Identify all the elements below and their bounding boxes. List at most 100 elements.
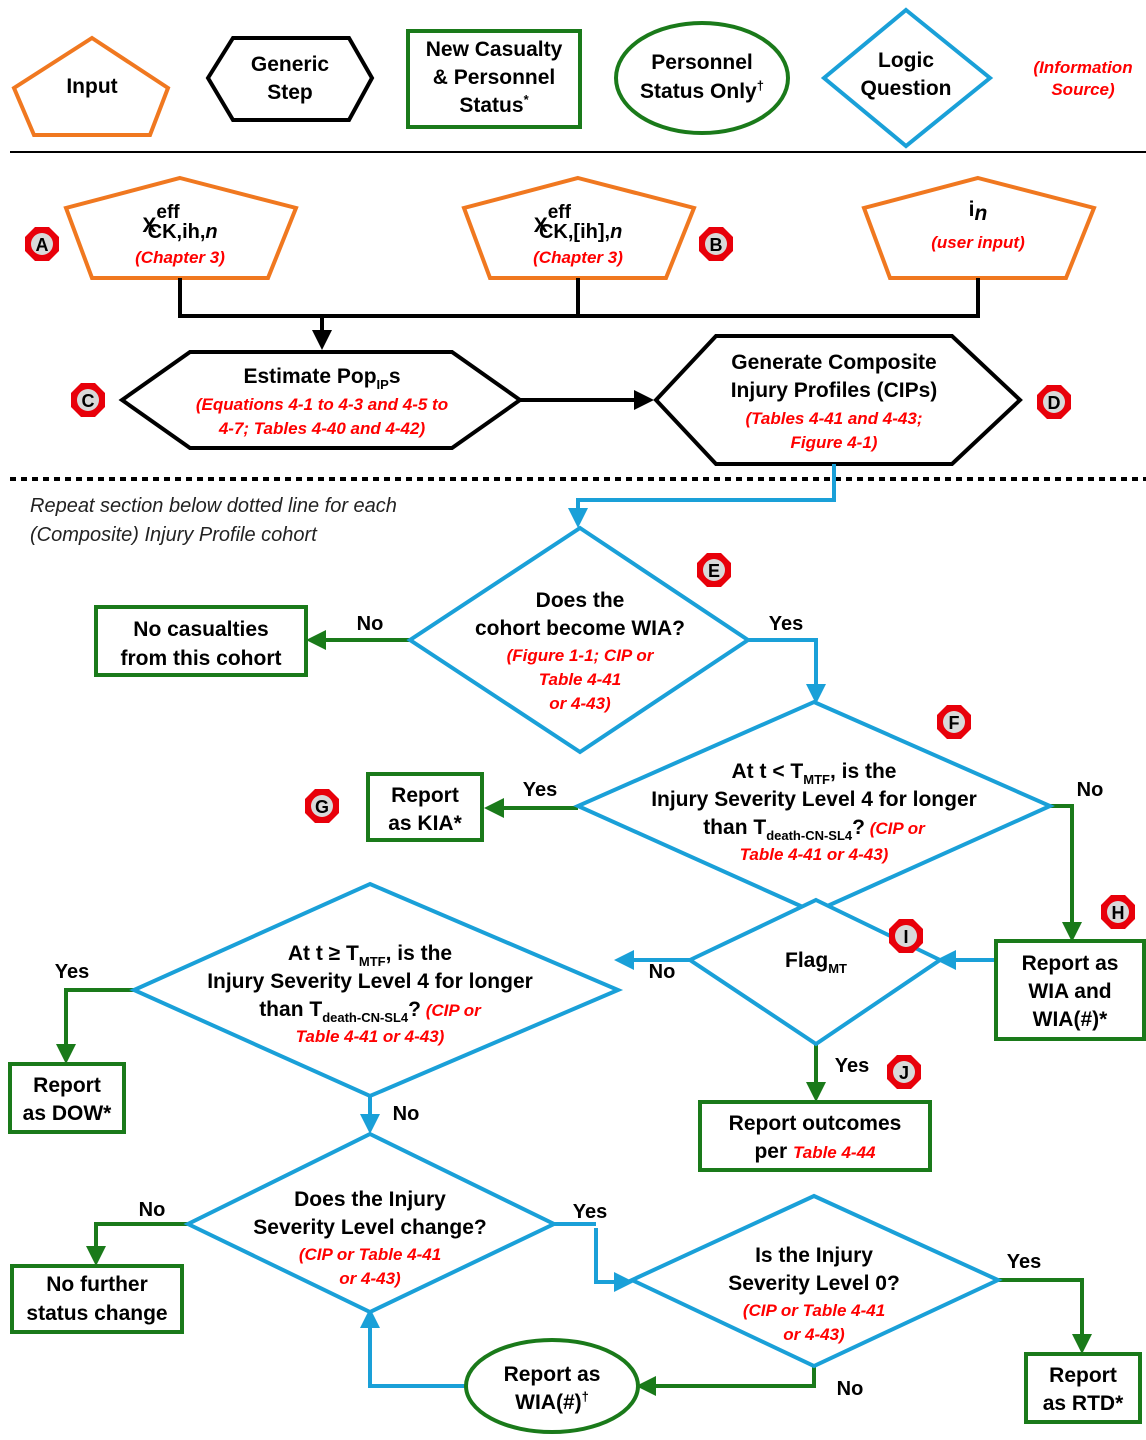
estimate-pop-source-2: 4-7; Tables 4-40 and 4-42): [218, 419, 426, 438]
legend-personnel-label-1: Personnel: [651, 51, 753, 74]
outcome-report-outcomes-line-1: Report outcomes: [729, 1112, 902, 1135]
legend-personnel-ellipse: [614, 21, 790, 135]
generate-cip-label-2: Injury Profiles (CIPs): [731, 379, 938, 402]
svg-text:I: I: [903, 927, 908, 947]
generate-cip-hexagon: [653, 334, 1023, 466]
decision-level-change-source-1: (CIP or Table 4-41: [299, 1245, 441, 1264]
badge-h: H: [1101, 895, 1135, 929]
svg-text:C: C: [82, 391, 95, 411]
badge-i: I: [889, 919, 923, 953]
outcome-report-outcomes-box: [698, 1100, 932, 1172]
estimate-pop-hexagon: [118, 350, 524, 450]
badge-a: A: [25, 227, 59, 261]
outcome-dow-box: [8, 1062, 126, 1134]
outcome-no-casualties-line-1: No casualties: [133, 618, 268, 641]
blue-connectors: [360, 464, 996, 1388]
outcome-rtd-line-1: Report: [1049, 1364, 1117, 1387]
legend-casualty-label-2: & Personnel: [433, 66, 556, 89]
decision-level-zero-line-2: Severity Level 0?: [728, 1272, 900, 1295]
decision-become-wia: [406, 525, 752, 755]
legend-casualty-label-3: Status*: [459, 92, 529, 117]
outcome-dow-line-2: as DOW*: [23, 1102, 113, 1125]
answer-e-no: No: [357, 613, 384, 635]
decision-kia-line-3: than Tdeath-CN-SL4? (CIP or: [703, 816, 926, 843]
decision-level-change-line-2: Severity Level change?: [253, 1216, 486, 1239]
legend: Input Generic Step New Casualty & Person…: [11, 7, 1133, 149]
decision-dow-line-3: than Tdeath-CN-SL4? (CIP or: [259, 998, 482, 1025]
legend-logic-label-2: Question: [860, 77, 951, 100]
svg-text:F: F: [949, 713, 960, 733]
legend-input-pentagon: [11, 35, 171, 137]
answer-change-no: No: [139, 1199, 166, 1221]
outcome-wia-hash-line-2: WIA(#)†: [515, 1389, 589, 1414]
decision-flag-mt-label: FlagMT: [785, 949, 847, 976]
decision-level-zero-source-2: or 4-43): [783, 1325, 845, 1344]
decision-become-wia-line-1: Does the: [536, 589, 625, 612]
badge-g: G: [305, 789, 339, 823]
green-connectors: [56, 630, 1092, 1396]
decision-become-wia-source-1: (Figure 1-1; CIP or: [507, 646, 655, 665]
legend-generic-label-2: Step: [267, 81, 313, 104]
answer-change-yes: Yes: [573, 1201, 607, 1223]
outcome-kia-line-2: as KIA*: [388, 812, 462, 835]
answer-f-no: No: [1077, 779, 1104, 801]
outcome-kia-box: [366, 772, 484, 842]
legend-logic-label-1: Logic: [878, 49, 934, 72]
badge-j: J: [887, 1055, 921, 1089]
input-c-pentagon: [861, 175, 1097, 280]
answer-level0-no: No: [837, 1378, 864, 1400]
decision-become-wia-source-2: Table 4-41: [539, 670, 622, 689]
outcome-wia-box: [994, 939, 1146, 1041]
answer-i-yes: Yes: [835, 1055, 869, 1077]
outcome-no-further-line-1: No further: [46, 1273, 148, 1296]
decision-dow: [129, 881, 624, 1099]
decision-dow-line-1: At t ≥ TMTF, is the: [288, 942, 452, 969]
outcome-dow-line-1: Report: [33, 1074, 101, 1097]
svg-text:A: A: [36, 235, 49, 255]
decision-level-change: [183, 1131, 559, 1315]
decision-dow-line-2: Injury Severity Level 4 for longer: [207, 970, 533, 993]
decision-level-zero-line-1: Is the Injury: [755, 1244, 873, 1267]
input-a-source: (Chapter 3): [135, 248, 225, 267]
legend-generic-hexagon: [205, 36, 375, 122]
decision-dow-source: Table 4-41 or 4-43): [296, 1027, 445, 1046]
decision-kia-source: Table 4-41 or 4-43): [740, 845, 889, 864]
outcome-no-further-line-2: status change: [26, 1302, 167, 1325]
decision-level-zero: [627, 1193, 1003, 1369]
outcome-wia-line-2: WIA and: [1028, 980, 1111, 1003]
svg-text:J: J: [899, 1063, 909, 1083]
outcome-rtd-line-2: as RTD*: [1043, 1392, 1124, 1415]
generate-cip-label-1: Generate Composite: [731, 351, 936, 374]
badge-b: B: [699, 227, 733, 261]
decision-level-zero-source-1: (CIP or Table 4-41: [743, 1301, 885, 1320]
outcome-report-outcomes-line-2: per Table 4-44: [754, 1140, 876, 1163]
outcome-no-further-box: [10, 1264, 184, 1334]
decision-kia-line-1: At t < TMTF, is the: [732, 760, 897, 787]
decision-become-wia-source-3: or 4-43): [549, 694, 611, 713]
decision-level-change-line-1: Does the Injury: [294, 1188, 446, 1211]
legend-input-label: Input: [66, 75, 117, 98]
input-b-source: (Chapter 3): [533, 248, 623, 267]
estimate-pop-source-1: (Equations 4-1 to 4-3 and 4-5 to: [196, 395, 448, 414]
svg-text:B: B: [710, 235, 723, 255]
outcome-no-casualties-line-2: from this cohort: [121, 647, 282, 670]
generate-cip-source-2: Figure 4-1): [791, 433, 878, 452]
badge-e: E: [697, 553, 731, 587]
svg-text:E: E: [708, 561, 720, 581]
answer-dow-no: No: [393, 1103, 420, 1125]
svg-text:H: H: [1112, 903, 1125, 923]
decision-level-change-source-2: or 4-43): [339, 1269, 401, 1288]
legend-logic-diamond: [820, 7, 994, 149]
answer-level0-yes: Yes: [1007, 1251, 1041, 1273]
outcome-wia-line-1: Report as: [1022, 952, 1119, 975]
legend-casualty-box: [406, 29, 582, 129]
answer-e-yes: Yes: [769, 613, 803, 635]
legend-info-label-2: Source): [1051, 80, 1115, 99]
repeat-note-line-1: Repeat section below dotted line for eac…: [30, 495, 397, 517]
answer-dow-yes: Yes: [55, 961, 89, 983]
generate-cip-source-1: (Tables 4-41 and 4-43;: [746, 409, 923, 428]
decision-become-wia-line-2: cohort become WIA?: [475, 617, 685, 640]
badge-c: C: [71, 383, 105, 417]
